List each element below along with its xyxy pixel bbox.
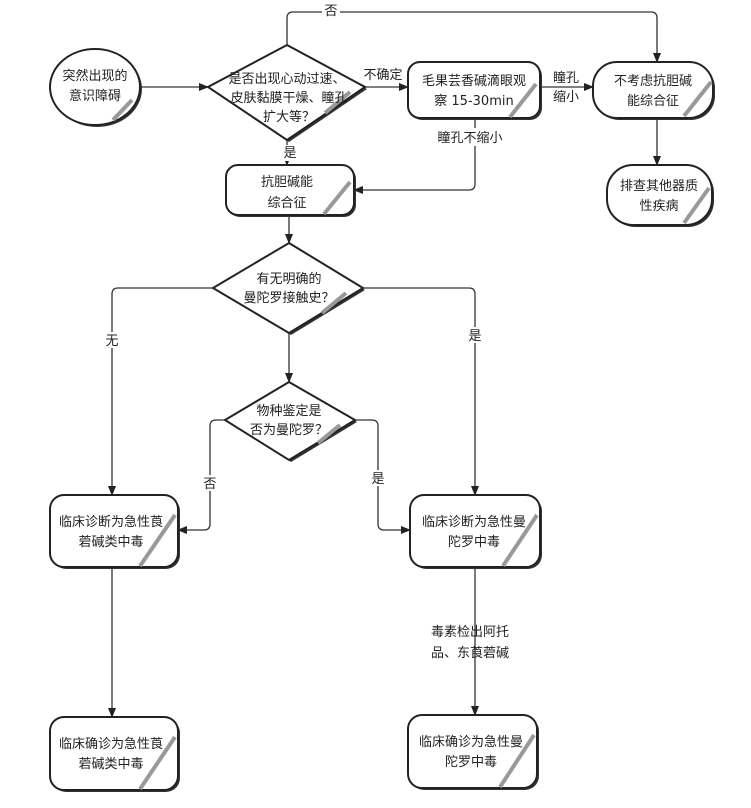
node-other-organic: 排查其他器质性疾病 — [606, 164, 714, 227]
label-no-top: 否 — [324, 4, 337, 19]
svg-text:临床确诊为急性曼陀罗中毒: 临床确诊为急性曼陀罗中毒 — [419, 735, 523, 770]
svg-text:是否出现心动过速、皮肤黏膜干燥、瞳孔扩大等？: 是否出现心动过速、皮肤黏膜干燥、瞳孔扩大等？ — [228, 72, 347, 125]
node-anticholinergic: 抗胆碱能综合征 — [225, 164, 356, 217]
edge-q1-no — [286, 11, 661, 63]
edge-labels: 否 不确定 瞳孔缩小 瞳孔不缩小 是 无 是 否 是 毒素检出阿托品、东莨菪碱 — [104, 2, 579, 661]
node-confirmed-scopolamine: 临床确诊为急性莨菪碱类中毒 — [49, 716, 180, 792]
edge-pilo-notconstrict — [353, 118, 476, 194]
label-pupil-constrict: 瞳孔缩小 — [553, 71, 579, 105]
svg-text:毛果芸香碱滴眼观察 15-30min: 毛果芸香碱滴眼观察 15-30min — [422, 73, 526, 109]
svg-text:有无明确的曼陀罗接触史？: 有无明确的曼陀罗接触史？ — [243, 271, 334, 306]
node-clinical-datura: 临床诊断为急性曼陀罗中毒 — [409, 494, 542, 569]
node-start: 突然出现的意识障碍 — [49, 48, 142, 127]
label-pupil-not-constrict: 瞳孔不缩小 — [437, 130, 502, 146]
svg-text:排查其他器质性疾病: 排查其他器质性疾病 — [620, 179, 698, 214]
edges — [108, 11, 661, 718]
node-q-symptoms: 是否出现心动过速、皮肤黏膜干燥、瞳孔扩大等？ — [206, 43, 367, 142]
svg-text:物种鉴定是否为曼陀罗？: 物种鉴定是否为曼陀罗？ — [250, 404, 328, 438]
edge-q2-none — [108, 287, 213, 496]
node-q-species: 物种鉴定是否为曼陀罗？ — [223, 380, 357, 462]
edge-q2-yes — [363, 287, 479, 496]
label-yes-2: 是 — [468, 329, 481, 344]
node-pilocarpine: 毛果芸香碱滴眼观察 15-30min — [407, 61, 542, 120]
svg-text:临床诊断为急性莨菪碱类中毒: 临床诊断为急性莨菪碱类中毒 — [59, 515, 163, 550]
label-yes-species: 是 — [371, 472, 384, 487]
label-no-species: 否 — [203, 477, 216, 492]
label-toxin-detected: 毒素检出阿托品、东莨菪碱 — [431, 625, 509, 661]
label-none: 无 — [105, 334, 118, 349]
svg-text:抗胆碱能综合征: 抗胆碱能综合征 — [261, 175, 313, 211]
label-uncertain: 不确定 — [363, 68, 402, 83]
label-yes-1: 是 — [283, 146, 296, 161]
svg-text:不考虑抗胆碱能综合征: 不考虑抗胆碱能综合征 — [614, 74, 692, 109]
node-confirmed-datura: 临床确诊为急性曼陀罗中毒 — [407, 714, 539, 790]
svg-text:突然出现的意识障碍: 突然出现的意识障碍 — [62, 68, 127, 104]
node-clinical-scopolamine: 临床诊断为急性莨菪碱类中毒 — [49, 494, 180, 569]
svg-text:临床诊断为急性曼陀罗中毒: 临床诊断为急性曼陀罗中毒 — [422, 515, 526, 550]
svg-text:临床确诊为急性莨菪碱类中毒: 临床确诊为急性莨菪碱类中毒 — [59, 737, 163, 772]
node-not-anticholinergic: 不考虑抗胆碱能综合征 — [592, 61, 715, 120]
node-q-datura-contact: 有无明确的曼陀罗接触史？ — [211, 241, 365, 335]
